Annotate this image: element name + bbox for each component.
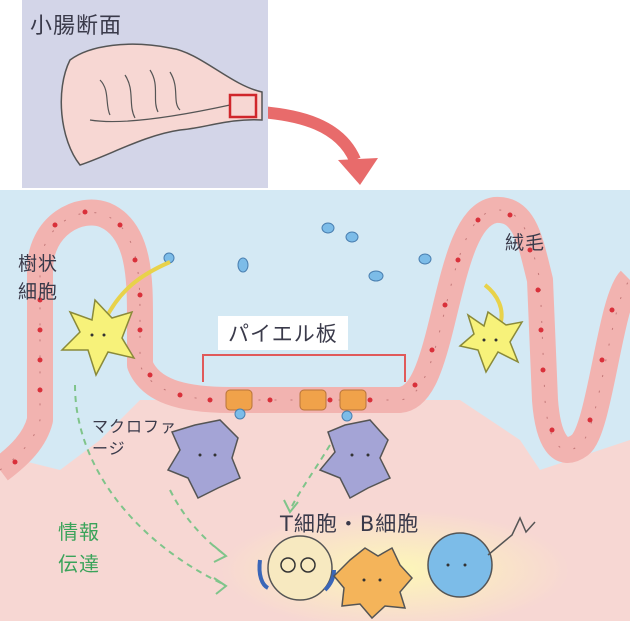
antigen-particles: [163, 222, 432, 422]
inset-title: 小腸断面: [30, 14, 123, 39]
dendritic-cell-right: [458, 283, 524, 374]
zoom-arrowhead: [338, 158, 378, 185]
intestine-cross-section: [60, 43, 263, 166]
t-cell: [257, 535, 336, 601]
peyer-bracket: [202, 354, 406, 382]
dendritic-cell-left: [60, 260, 171, 377]
dendritic-cell-label: 樹状細胞: [18, 253, 59, 303]
b-cell-blue: [427, 516, 536, 598]
macrophage-label: マクロファージ: [92, 417, 178, 458]
epithelium-outline: [0, 197, 630, 481]
tb-cell-label: T細胞・B細胞: [280, 512, 420, 536]
zoom-arrow: [259, 106, 361, 163]
macrophage-right: [318, 419, 392, 500]
epithelium-nuclei: [12, 209, 615, 465]
peyer-patch-label: パイエル板: [218, 316, 348, 350]
inset-highlight-box: [228, 93, 258, 119]
villi-label: 絨毛: [505, 232, 546, 254]
macrophage-left: [166, 419, 241, 500]
info-transfer-label: 情報伝達: [58, 520, 100, 576]
b-cell-orange: [332, 546, 414, 620]
inset-folds: [89, 69, 231, 123]
